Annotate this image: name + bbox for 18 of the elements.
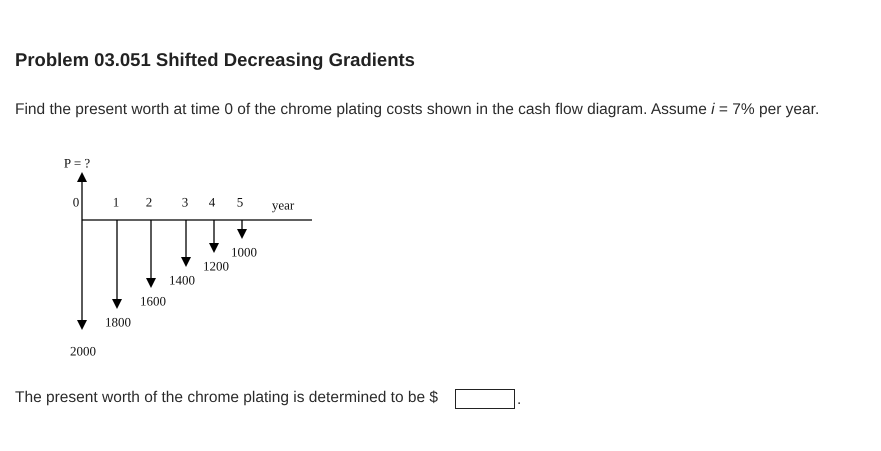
present-worth-label: P = ? [64, 156, 90, 172]
cash-flow-value: 1000 [231, 246, 257, 260]
year-tick-label: 0 [72, 196, 80, 210]
cash-flow-value: 1400 [169, 274, 195, 288]
sentence-end: . [517, 391, 522, 409]
year-tick-label: 2 [146, 196, 152, 210]
cash-flow-value: 2000 [70, 344, 96, 360]
year-tick-label: 4 [208, 196, 216, 210]
cash-flow-value: 1200 [203, 260, 229, 274]
question-text: Find the present worth at time 0 of the chrome plating costs shown in the cash flow diagram. Assume i = 7% per year. [15, 101, 820, 119]
axis-unit-label: year [272, 198, 294, 214]
year-tick-label: 5 [236, 196, 244, 210]
problem-title: Problem 03.051 Shifted Decreasing Gradients [15, 49, 415, 71]
answer-prompt: The present worth of the chrome plating is determined to be $ [15, 389, 438, 407]
year-tick-label: 3 [182, 196, 188, 210]
cash-flow-value: 1800 [105, 316, 131, 330]
cash-flow-value: 1600 [140, 294, 166, 310]
year-tick-label: 1 [112, 196, 120, 210]
